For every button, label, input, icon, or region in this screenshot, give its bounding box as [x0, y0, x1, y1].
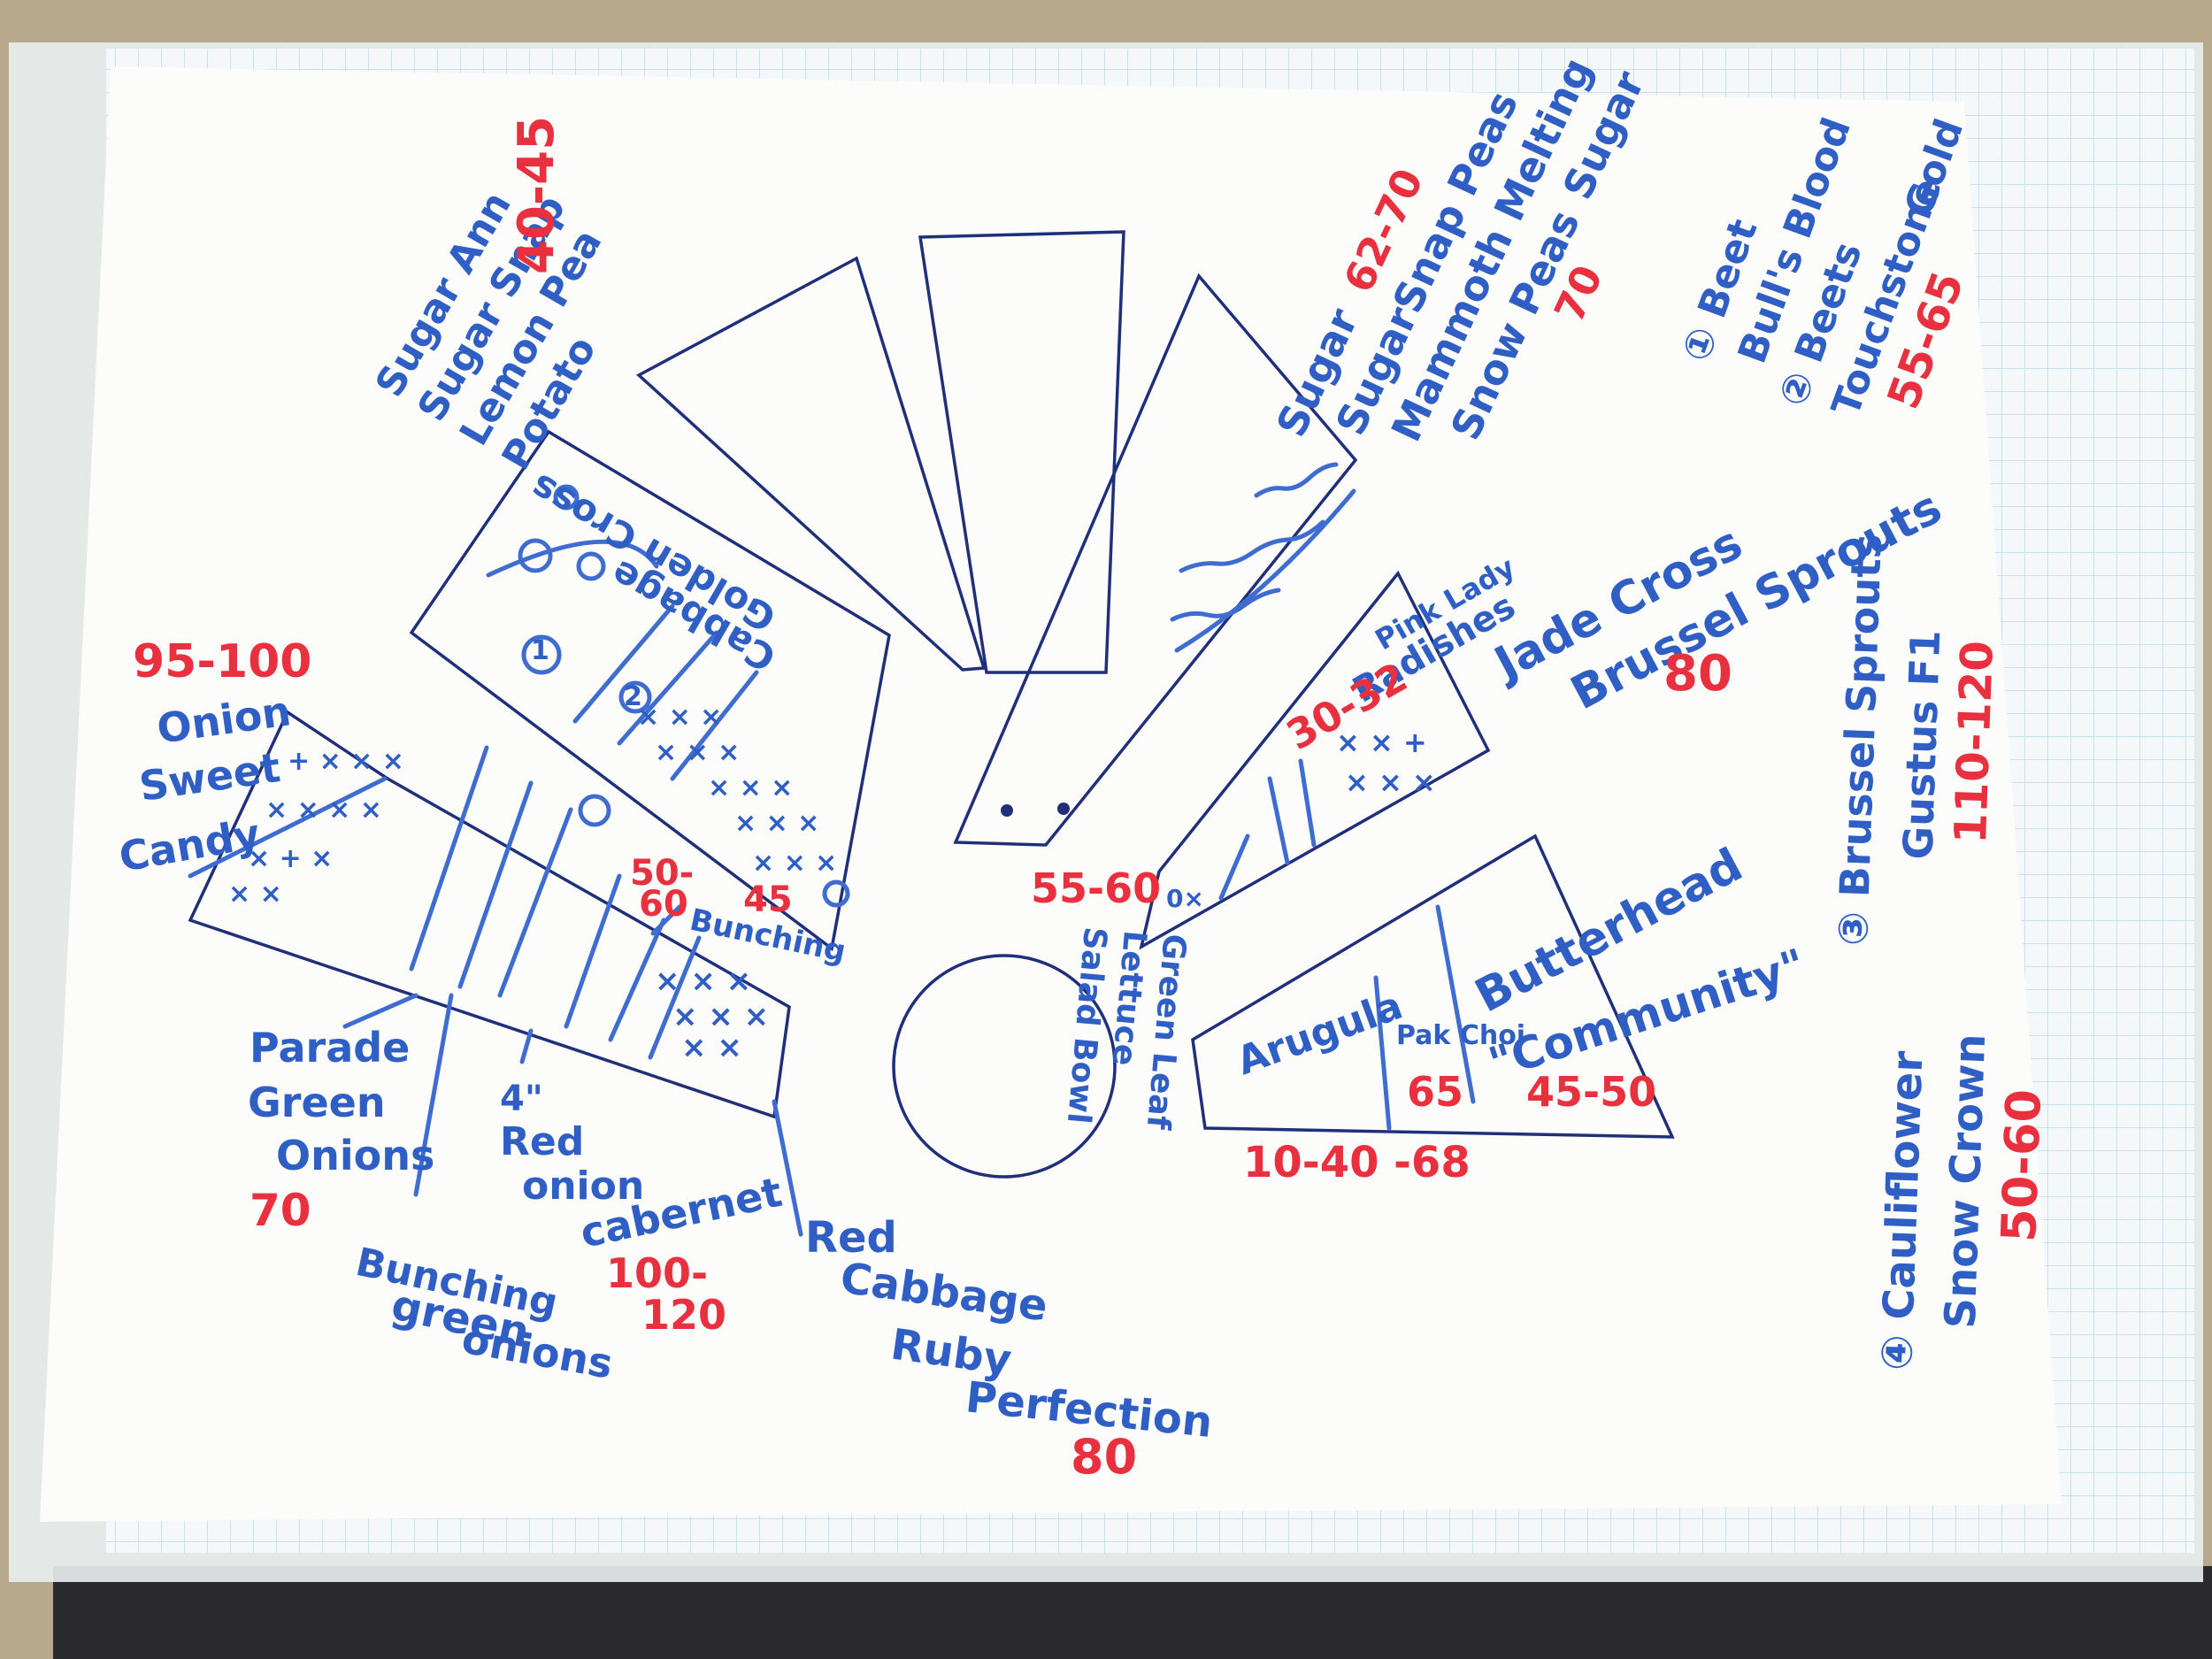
bed-lettuce-wedge — [1191, 833, 1675, 1139]
onion-divider-7 — [648, 935, 702, 1060]
cabbage-circle-a — [518, 538, 553, 573]
svg-text:0×: 0× — [1166, 884, 1204, 913]
radish-divider-3 — [1298, 758, 1317, 848]
red-onion-text-3: onion — [522, 1164, 644, 1209]
pea-row-3 — [1174, 488, 1356, 653]
pea-row-2 — [1179, 519, 1325, 573]
brussel-days: 110-120 — [1945, 640, 2003, 844]
butterhead-days: 45-50 — [1526, 1068, 1656, 1116]
onion-divider-1 — [188, 776, 388, 879]
red-onion-pointer — [519, 1028, 534, 1064]
jade-days: 80 — [1663, 645, 1732, 703]
svg-text:× × ×: × × × — [655, 737, 740, 768]
svg-text:× × ×: × × × — [1345, 765, 1436, 799]
onion-divider-4 — [497, 807, 573, 998]
lettuce-divider-1 — [1373, 975, 1392, 1131]
cabbage-circle-d — [521, 634, 562, 675]
cabbage-days-45: 45 — [743, 879, 793, 920]
pak-choi-days-2: -68 — [1394, 1138, 1471, 1187]
cabbage-circle-g — [822, 879, 850, 908]
cauliflower-label: ④ Cauliflower Snow Crown 50-60 — [1872, 1033, 2052, 1371]
svg-text:× ×: × × — [681, 1030, 742, 1065]
cabernet-days-b: 120 — [641, 1291, 726, 1339]
cauliflower-days: 50-60 — [1991, 1088, 2052, 1243]
svg-text:× × +: × × + — [1336, 726, 1427, 759]
cabbage-divider-2 — [572, 603, 675, 724]
cabbage-circle-e — [618, 680, 652, 714]
svg-text:× × ×: × × × — [637, 702, 722, 733]
onion-divider-6 — [608, 918, 666, 1042]
center-circle — [892, 954, 1117, 1179]
red-cabbage-text-1: Red — [805, 1213, 897, 1263]
svg-text:× × ×: × × × — [752, 848, 837, 879]
radish-divider-2 — [1267, 776, 1290, 865]
cabbage-divider-4 — [670, 670, 759, 781]
white-sheet — [40, 66, 2062, 1522]
bed-radish-wedge — [1139, 570, 1491, 950]
center-days: 55-60 — [1031, 864, 1161, 912]
svg-text:+ × × ×: + × × × — [288, 746, 404, 777]
cabernet-days-a: 100- — [606, 1249, 708, 1297]
brussel-label: ③ Brussel Sprouts Gustus F1 110-120 — [1829, 534, 2003, 947]
arugula-days: 10-40 — [1243, 1138, 1379, 1187]
pea-row-4 — [1254, 462, 1339, 498]
parade-text-3: Onions — [276, 1132, 434, 1179]
red-onion-text-1: 4" — [500, 1079, 543, 1119]
cabbage-days-60: 60 — [639, 884, 688, 925]
onion-x-marks: + × × × × × × × × + × × × × × × × × × × … — [228, 746, 769, 1065]
center-dot-1 — [1001, 804, 1013, 817]
svg-text:× × ×: × × × — [708, 772, 793, 803]
cauliflower-text-2: Snow Crown — [1936, 1033, 1996, 1329]
svg-text:× × ×: × × × — [734, 808, 819, 839]
svg-text:× × ×: × × × — [655, 964, 751, 999]
parade-text-1: Parade — [250, 1024, 410, 1071]
brussel-text-2: Gustus F1 — [1893, 629, 1949, 860]
svg-text:× × × ×: × × × × — [265, 795, 382, 826]
circle-1-text: 1 — [531, 635, 549, 666]
cabbage-circle-c — [553, 484, 580, 511]
cabbage-divider-3 — [617, 630, 719, 746]
onion-divider-5 — [564, 873, 622, 1029]
cauliflower-text-1: ④ Cauliflower — [1872, 1050, 1933, 1371]
cabbage-x-marks: × × × × × × × × × × × × × × × — [637, 702, 837, 879]
center-dot-2 — [1057, 803, 1070, 815]
svg-text:× + ×: × + × — [248, 843, 333, 874]
bed-top-left — [635, 256, 987, 672]
onion-days: 95-100 — [133, 635, 312, 688]
cabbage-days-50: 50- — [630, 853, 694, 894]
onion-divider-2 — [409, 745, 489, 972]
parade-text-2: Green — [248, 1079, 386, 1126]
onion-divider-3 — [457, 780, 534, 989]
red-onion-text-2: Red — [500, 1119, 584, 1164]
peas-days: 40-45 — [508, 116, 565, 274]
pak-choi-days: 65 — [1407, 1068, 1463, 1116]
svg-text:× × ×: × × × — [672, 999, 769, 1034]
radish-x-marks: × × + × × × 0× — [1166, 726, 1436, 913]
red-cabbage-days: 80 — [1071, 1429, 1137, 1485]
circle-2-text: 2 — [624, 681, 642, 712]
bunching-pointer — [413, 993, 454, 1197]
cabbage-circle-f — [578, 794, 611, 827]
parade-arrow — [342, 993, 419, 1029]
bed-onion-wedge — [188, 710, 791, 1119]
green-leaf-label: Green Leaf Lettuce Salad Bowl — [1060, 926, 1193, 1132]
pak-choi-text: Pak Choi — [1396, 1020, 1525, 1051]
bed-top-right — [953, 273, 1358, 847]
cabbage-bunching-pointer — [650, 904, 682, 936]
cabbage-circle-b — [576, 551, 606, 581]
parade-days: 70 — [250, 1185, 311, 1236]
red-cabbage-pointer — [772, 1099, 803, 1237]
bed-cabbage-wedge — [409, 429, 891, 952]
svg-text:× ×: × × — [228, 879, 282, 910]
bed-top-center — [918, 230, 1125, 674]
radish-divider-1 — [1218, 833, 1250, 901]
lettuce-divider-2 — [1435, 904, 1476, 1104]
